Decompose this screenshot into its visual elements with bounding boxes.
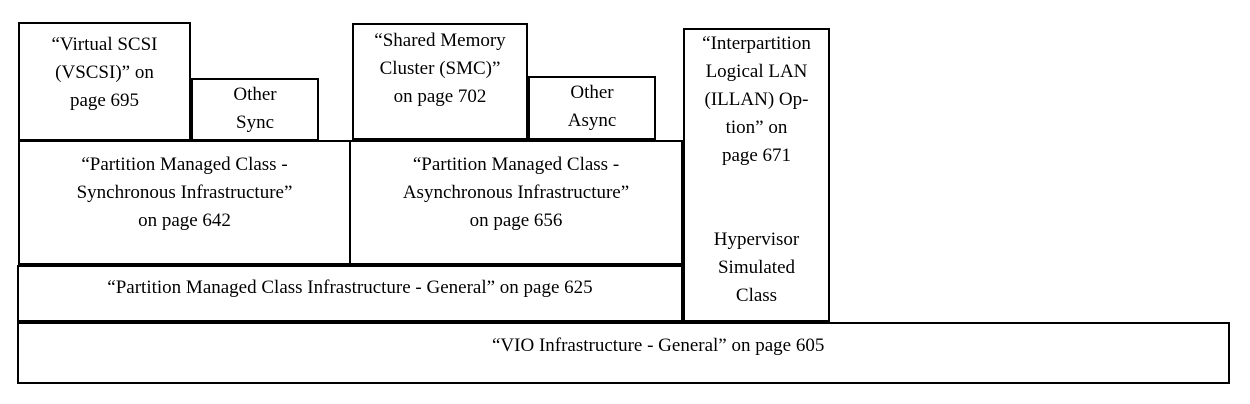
- box-partition-managed-class-sync: “Partition Managed Class - Synchronous I…: [18, 140, 351, 265]
- box-illan-hypervisor: “Interpartition Logical LAN (ILLAN) Op- …: [683, 28, 830, 322]
- box-line: “Shared Memory: [374, 30, 506, 51]
- box-line: Other: [570, 82, 614, 103]
- box-line: Hypervisor: [713, 229, 800, 250]
- box-line: tion” on: [725, 117, 788, 138]
- box-line: Cluster (SMC)”: [379, 58, 501, 79]
- box-partition-managed-class-general: “Partition Managed Class Infrastructure …: [17, 265, 683, 322]
- illan-option-text: “Interpartition Logical LAN (ILLAN) Op- …: [685, 30, 828, 170]
- box-partition-managed-class-async: “Partition Managed Class - Asynchronous …: [349, 140, 683, 265]
- box-label: “VIO Infrastructure - General” on page 6…: [492, 335, 825, 356]
- box-line: Simulated: [717, 257, 796, 278]
- box-line: “Interpartition: [702, 33, 811, 54]
- box-line: page 695: [69, 90, 140, 111]
- box-line: on page 642: [138, 210, 231, 231]
- hypervisor-simulated-class-text: Hypervisor Simulated Class: [685, 226, 828, 310]
- box-vio-infrastructure-general: “VIO Infrastructure - General” on page 6…: [17, 322, 1230, 384]
- box-line: on page 702: [393, 86, 487, 107]
- box-line: “Virtual SCSI: [51, 34, 158, 55]
- box-line: “Partition Managed Class -: [412, 154, 620, 175]
- box-line: “Partition Managed Class -: [81, 154, 288, 175]
- box-other-async: Other Async: [528, 76, 656, 140]
- box-line: Class: [735, 285, 778, 306]
- box-line: (VSCSI)” on: [55, 62, 154, 83]
- box-other-sync: Other Sync: [191, 78, 319, 141]
- box-line: Asynchronous Infrastructure”: [402, 182, 630, 203]
- box-line: Other: [233, 84, 277, 105]
- box-label: “Partition Managed Class Infrastructure …: [107, 277, 593, 298]
- box-line: Async: [567, 110, 617, 131]
- box-line: on page 656: [469, 210, 563, 231]
- box-virtual-scsi: “Virtual SCSI (VSCSI)” on page 695: [18, 22, 191, 141]
- box-line: page 671: [721, 145, 792, 166]
- box-line: Logical LAN: [705, 61, 808, 82]
- box-line: (ILLAN) Op-: [704, 89, 809, 110]
- box-line: Synchronous Infrastructure”: [76, 182, 293, 203]
- box-shared-memory-cluster: “Shared Memory Cluster (SMC)” on page 70…: [352, 23, 528, 140]
- box-line: Sync: [236, 112, 274, 133]
